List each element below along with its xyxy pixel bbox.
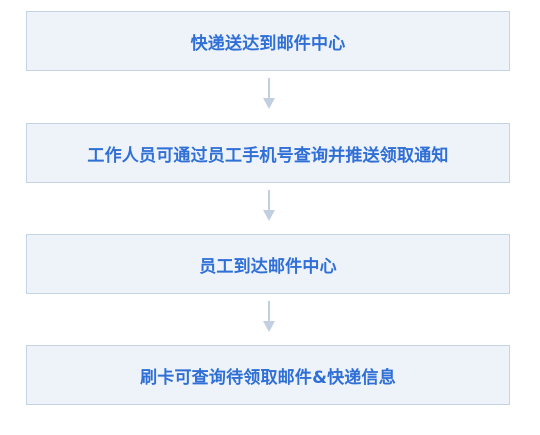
- step-box-3: 员工到达邮件中心: [26, 234, 510, 294]
- step-label-2: 工作人员可通过员工手机号查询并推送领取通知: [87, 145, 449, 166]
- step-label-3: 员工到达邮件中心: [199, 256, 337, 277]
- step-box-2: 工作人员可通过员工手机号查询并推送领取通知: [26, 123, 510, 183]
- step-label-4: 刷卡可查询待领取邮件&快递信息: [140, 367, 396, 388]
- step-label-1: 快递送达到邮件中心: [190, 33, 346, 54]
- down-arrow-icon: [263, 78, 275, 109]
- step-box-1: 快递送达到邮件中心: [26, 11, 510, 71]
- down-arrow-icon: [263, 190, 275, 221]
- down-arrow-icon: [263, 301, 275, 332]
- step-box-4: 刷卡可查询待领取邮件&快递信息: [26, 345, 510, 405]
